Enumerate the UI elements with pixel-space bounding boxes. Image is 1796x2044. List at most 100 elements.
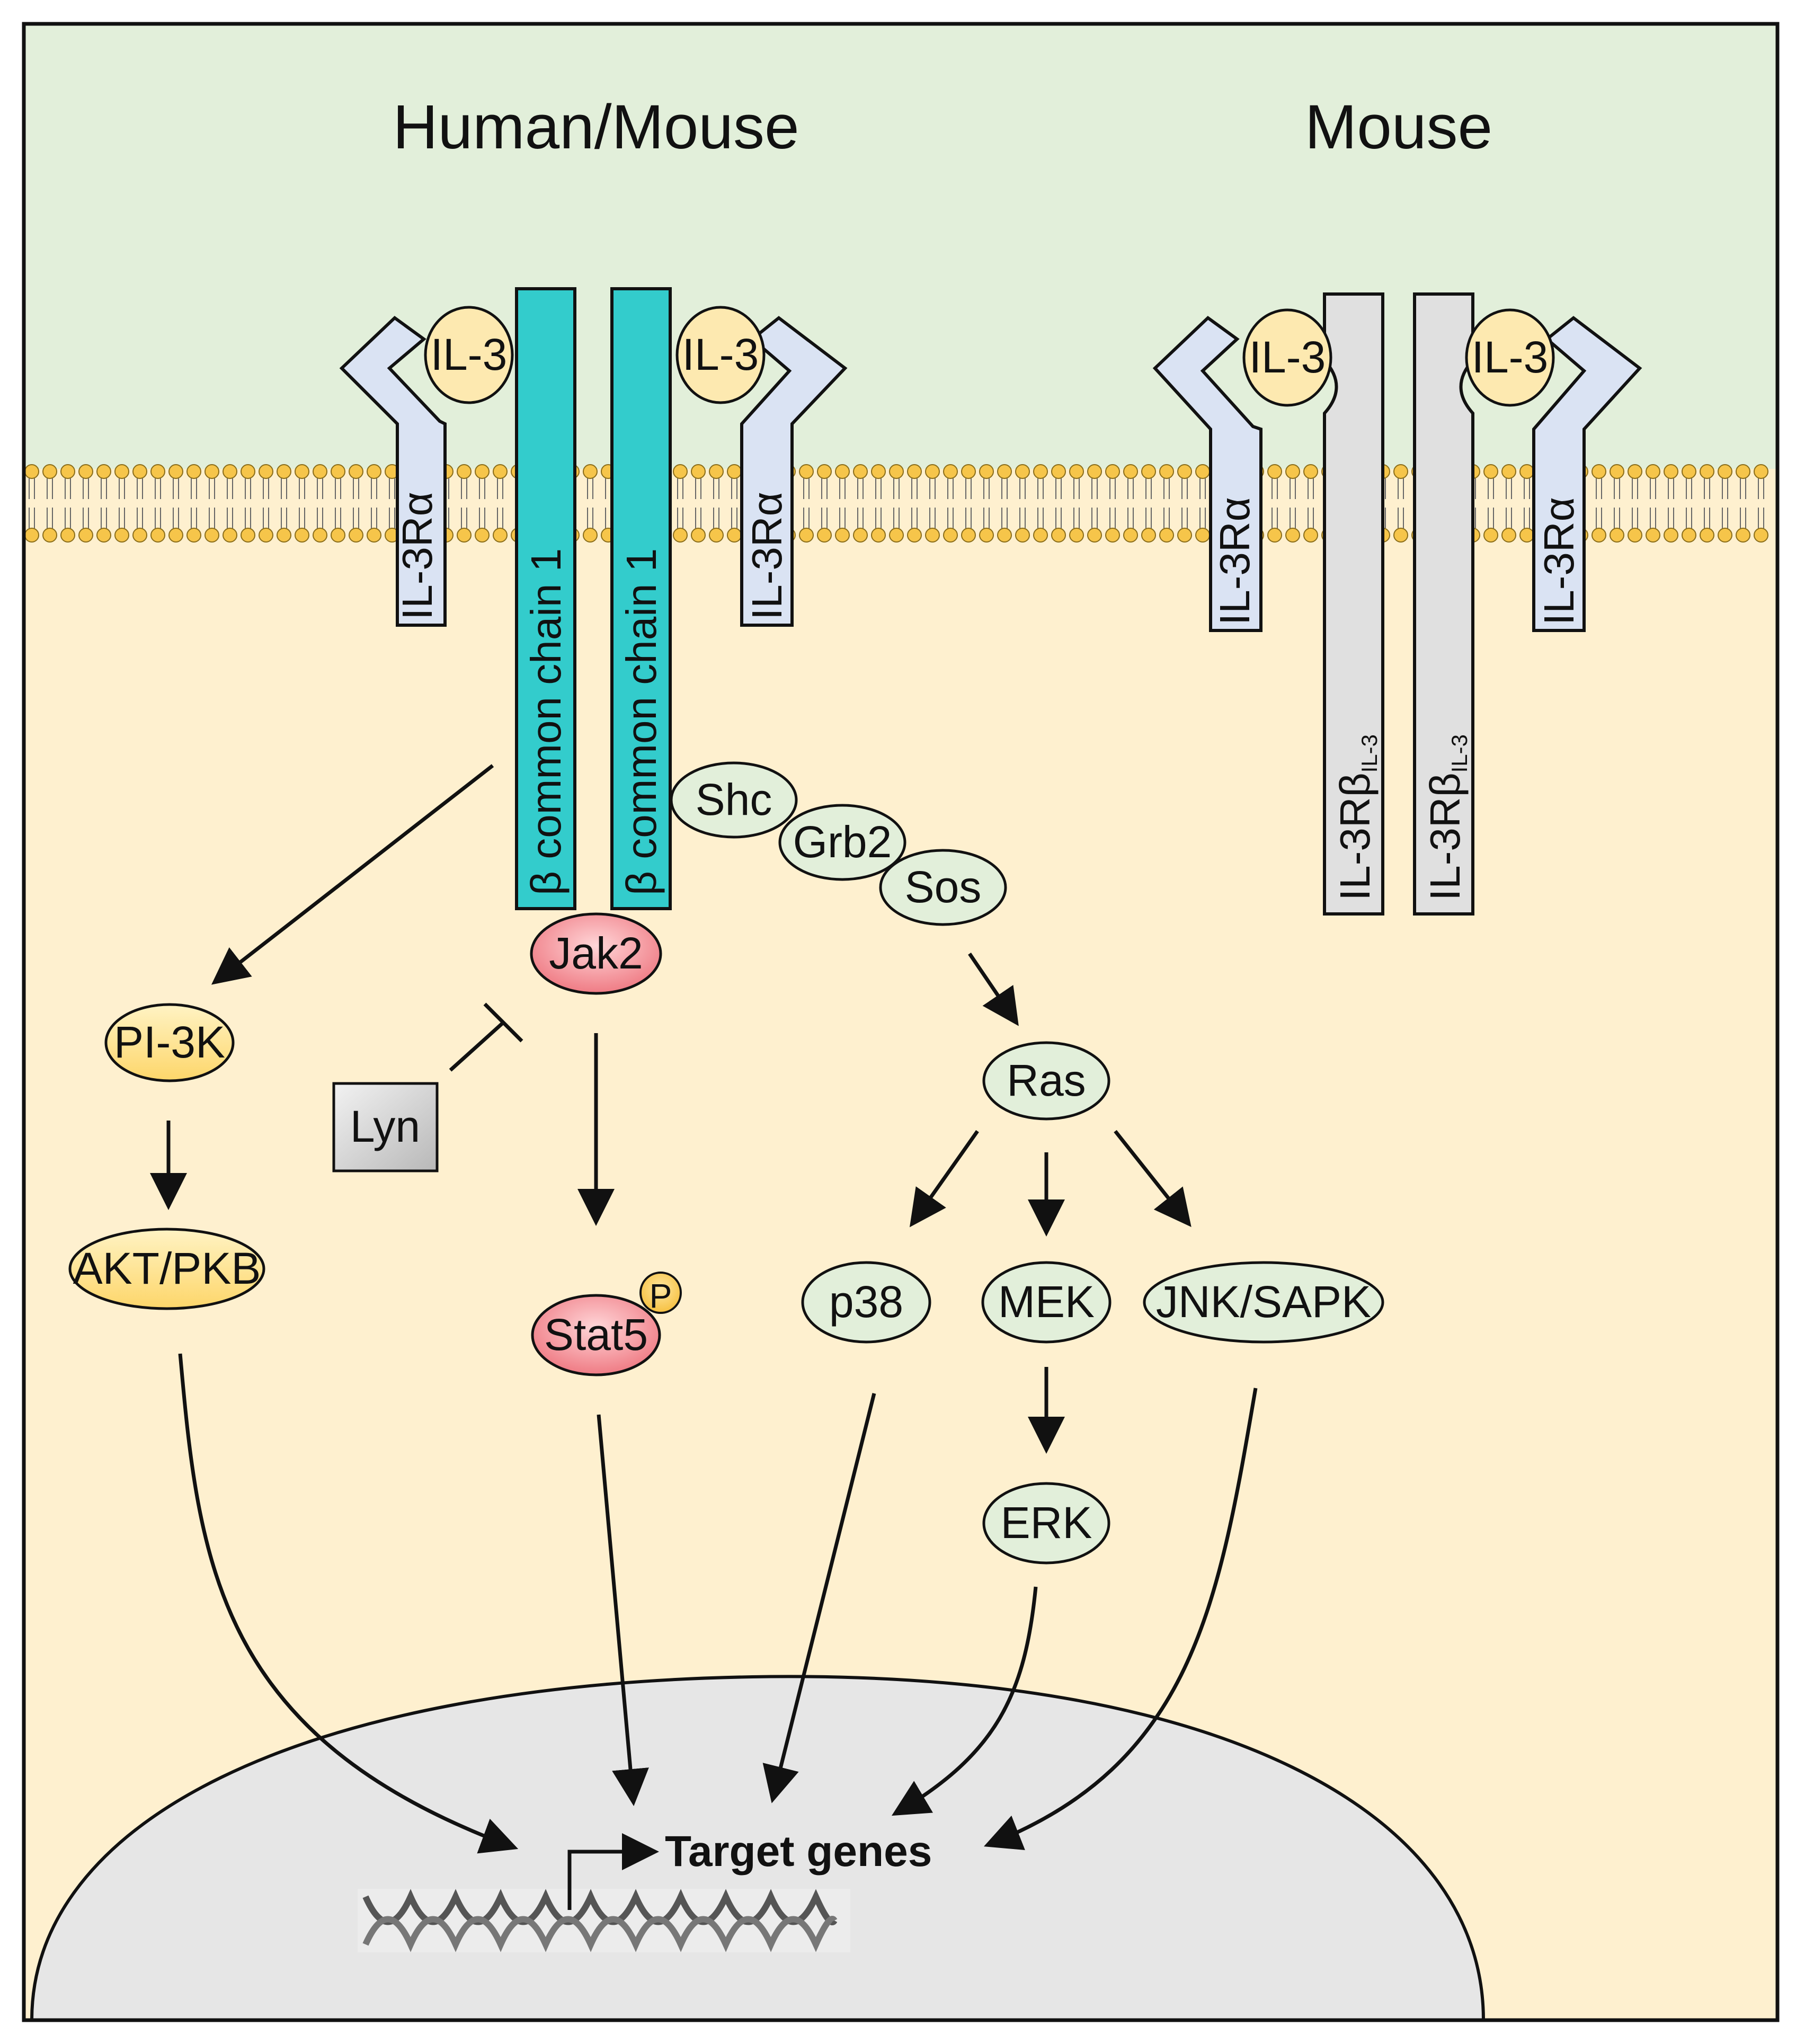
lipid-tails xyxy=(1308,478,1314,528)
lipid-head xyxy=(1105,464,1120,479)
lipid-tails xyxy=(263,478,269,528)
phospho-badge xyxy=(639,1272,682,1314)
lipid-head xyxy=(889,528,904,543)
mek-node xyxy=(981,1261,1112,1344)
lipid-head xyxy=(1123,528,1138,543)
beta-common-chain-left-label: β common chain 1 xyxy=(522,548,570,895)
lipid-tails xyxy=(1073,478,1080,528)
lipid-head xyxy=(1393,464,1408,479)
lipid-head xyxy=(817,464,832,479)
lipid-tails xyxy=(695,478,701,528)
lipid-head xyxy=(673,464,688,479)
figure-frame xyxy=(22,22,1780,2022)
lipid-tails xyxy=(1614,478,1620,528)
title-mouse: Mouse xyxy=(1305,92,1492,162)
il3-ligand-2 xyxy=(675,306,766,404)
lipid-head xyxy=(1736,528,1750,543)
lipid-head xyxy=(1159,464,1174,479)
lipid-tails xyxy=(911,478,918,528)
lipid-tails xyxy=(947,478,954,528)
akt-pkb-label: AKT/PKB xyxy=(73,1243,261,1293)
lipid-tails xyxy=(587,478,593,528)
lipid-head xyxy=(1483,464,1498,479)
lipid-head xyxy=(997,464,1012,479)
akt-pkb-node xyxy=(68,1228,265,1310)
lipid-head xyxy=(331,464,345,479)
lipid-head xyxy=(457,464,472,479)
grb2-node xyxy=(778,804,906,881)
transcription-start-arrow xyxy=(567,1833,659,1910)
stat5-label: Stat5 xyxy=(544,1310,648,1359)
jak2-label: Jak2 xyxy=(549,928,643,978)
lipid-tails xyxy=(461,478,467,528)
lipid-head xyxy=(1610,528,1624,543)
lipid-head xyxy=(205,528,219,543)
lipid-tails xyxy=(1650,478,1656,528)
mouse-il3-ligand-1 xyxy=(1242,308,1332,407)
sos-node xyxy=(879,849,1007,926)
lipid-tails xyxy=(839,478,846,528)
beta-common-chain-left xyxy=(515,287,576,910)
lipid-head xyxy=(493,528,508,543)
phospho-label: P xyxy=(650,1277,672,1315)
lipid-head xyxy=(1501,528,1516,543)
lipid-head xyxy=(313,528,327,543)
ras-label: Ras xyxy=(1007,1055,1086,1105)
lipid-tails xyxy=(821,478,828,528)
lipid-tails xyxy=(1181,478,1188,528)
lipid-head xyxy=(1123,464,1138,479)
lipid-head xyxy=(96,464,111,479)
lipid-head xyxy=(277,464,291,479)
lipid-tails xyxy=(335,478,341,528)
lipid-head xyxy=(493,464,508,479)
shc-label: Shc xyxy=(696,775,772,824)
lipid-tails xyxy=(1091,478,1098,528)
lipid-head xyxy=(583,464,598,479)
lipid-head xyxy=(259,528,273,543)
lipid-head xyxy=(709,464,724,479)
jnk-sapk-node xyxy=(1143,1261,1384,1344)
lipid-head xyxy=(1646,464,1660,479)
inhibition-lyn-to-jak2 xyxy=(449,1021,505,1072)
lipid-head xyxy=(925,464,940,479)
lipid-head xyxy=(42,528,57,543)
lipid-head xyxy=(349,528,363,543)
lipid-head xyxy=(853,464,868,479)
lipid-head xyxy=(349,464,363,479)
lipid-head xyxy=(475,464,490,479)
lipid-tails xyxy=(245,478,251,528)
lipid-head xyxy=(943,528,958,543)
inhibition-bar xyxy=(483,1002,523,1043)
lipid-head xyxy=(1718,464,1732,479)
grb2-label: Grb2 xyxy=(793,817,892,867)
lipid-head xyxy=(223,528,237,543)
mouse-il3r-alpha-left xyxy=(1152,316,1262,632)
lipid-tails xyxy=(497,478,503,528)
arrow-jnk-to-genes xyxy=(983,1388,1258,1850)
stat5-node xyxy=(531,1294,661,1376)
lipid-head xyxy=(223,464,237,479)
lipid-tails xyxy=(479,478,485,528)
il3-ligand-2-label: IL-3 xyxy=(682,330,759,379)
lipid-tails xyxy=(1019,478,1026,528)
lipid-head xyxy=(24,464,39,479)
lipid-tails xyxy=(1506,478,1512,528)
lipid-tails xyxy=(1127,478,1134,528)
beta-common-chain-right-label: β common chain 1 xyxy=(618,548,665,895)
lipid-tails xyxy=(1037,478,1044,528)
lyn-label: Lyn xyxy=(350,1101,420,1151)
lipid-tails xyxy=(83,478,89,528)
lipid-head xyxy=(186,528,201,543)
lipid-head xyxy=(1195,528,1210,543)
lipid-head xyxy=(1303,528,1318,543)
lipid-tails xyxy=(677,478,683,528)
erk-node xyxy=(982,1482,1110,1565)
lipid-head xyxy=(979,528,994,543)
arrow-erk-to-genes xyxy=(891,1586,1038,1816)
lipid-head xyxy=(1069,464,1084,479)
shc-node xyxy=(670,761,798,839)
arrow-sos-to-ras xyxy=(968,953,1019,1026)
lipid-head xyxy=(835,464,850,479)
lipid-tails xyxy=(983,478,990,528)
